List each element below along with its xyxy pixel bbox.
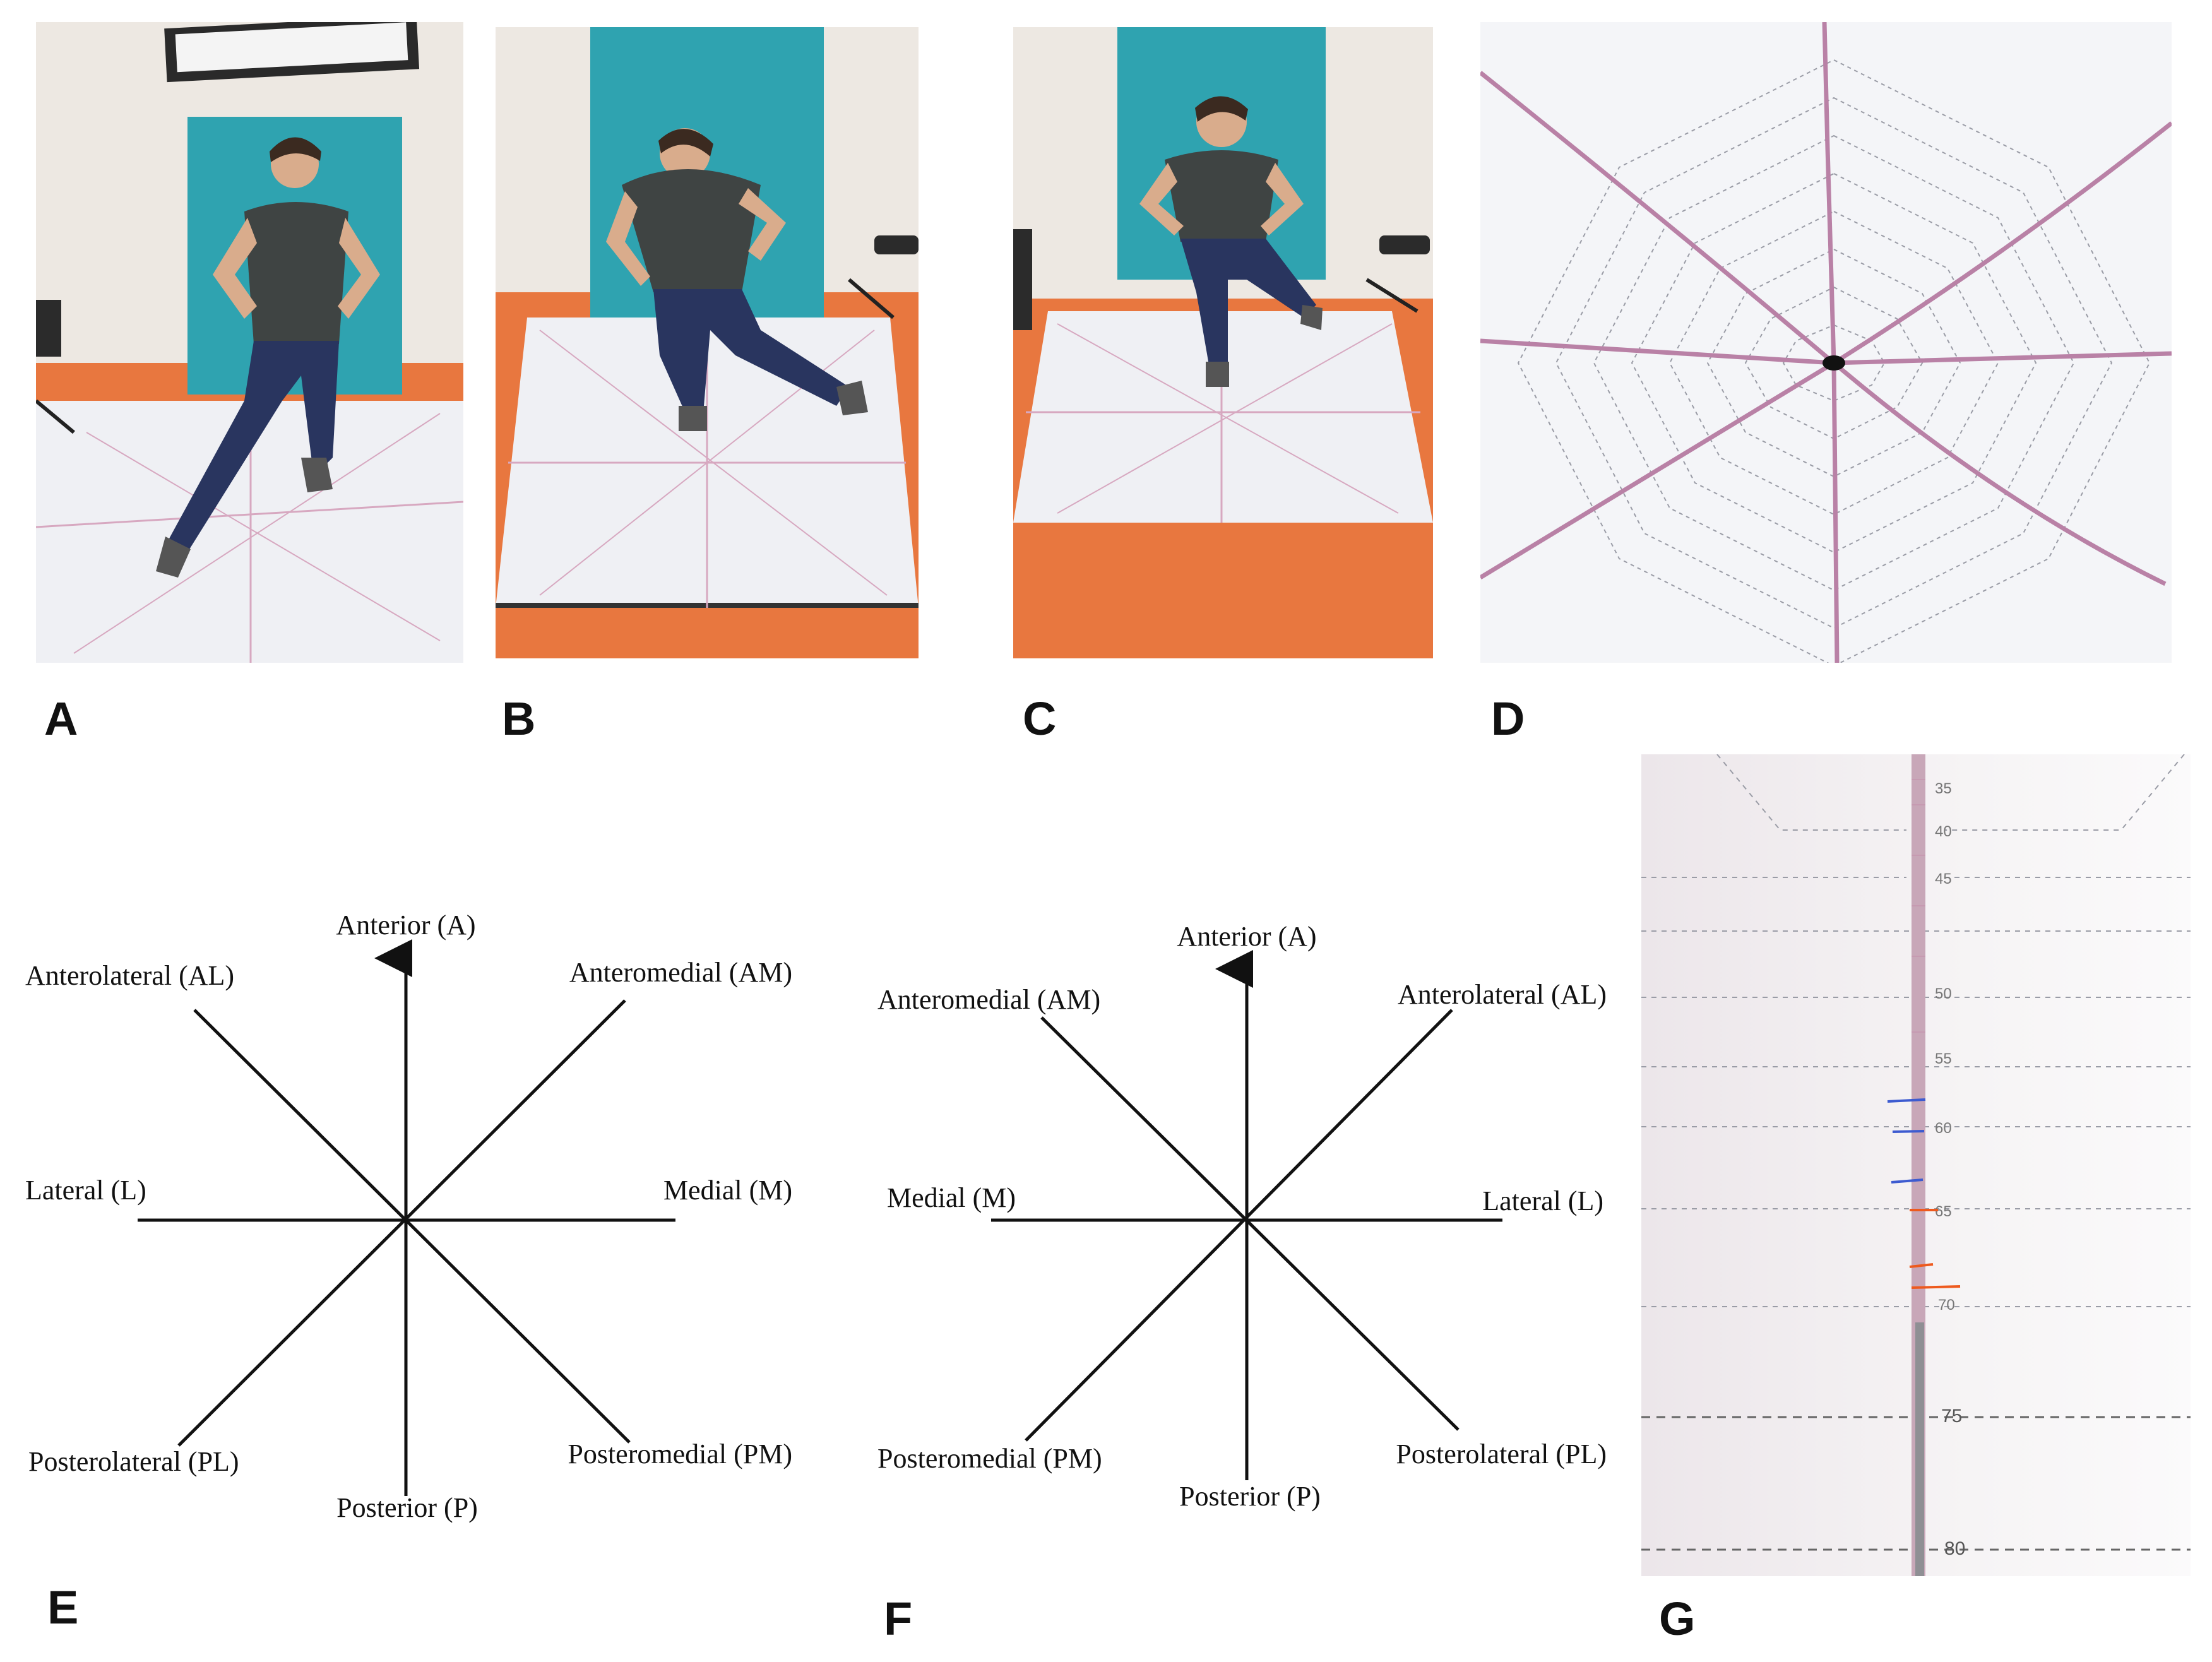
panel-label-g: G <box>1659 1593 1696 1645</box>
label-medial: Medial (M) <box>887 1182 1016 1213</box>
panel-label-a: A <box>44 692 78 745</box>
svg-text:40: 40 <box>1935 823 1952 840</box>
reach-marks <box>1887 1098 1961 1289</box>
label-anterior: Anterior (A) <box>1177 921 1316 952</box>
label-posteromedial: Posteromedial (PM) <box>877 1443 1102 1474</box>
label-anteromedial: Anteromedial (AM) <box>569 957 792 988</box>
tick-label-60: 60 <box>1935 1120 1952 1137</box>
tick-label-75: 75 <box>1941 1406 1962 1427</box>
photo-panel-b <box>496 27 919 658</box>
tick-label-50: 50 <box>1935 985 1952 1002</box>
direction-diagram-e-svg: Anterior (A) Anterolateral (AL) Anterome… <box>25 910 792 1523</box>
photo-panel-c <box>1013 27 1433 658</box>
axis-anteromedial-posterolateral <box>177 999 626 1447</box>
photo-panel-a <box>36 22 463 663</box>
label-anteromedial: Anteromedial (AM) <box>877 984 1100 1015</box>
photo-a-illustration <box>36 22 463 663</box>
label-posterolateral: Posterolateral (PL) <box>28 1446 239 1477</box>
tick-label-55: 55 <box>1935 1050 1952 1067</box>
label-posterolateral: Posterolateral (PL) <box>1396 1439 1607 1469</box>
axis-anterolateral-posteromedial <box>1025 1009 1453 1442</box>
tick-label-70: 70 <box>1938 1297 1955 1314</box>
svg-text:35: 35 <box>1935 780 1952 797</box>
photo-b-illustration <box>496 27 919 658</box>
mat-closeup-illustration <box>1480 22 2172 663</box>
photo-c-illustration <box>1013 27 1433 658</box>
label-lateral: Lateral (L) <box>25 1175 146 1206</box>
tick-label-65: 65 <box>1935 1203 1952 1220</box>
label-posterior: Posterior (P) <box>336 1492 478 1523</box>
panel-label-c: C <box>1023 692 1057 745</box>
label-posterior: Posterior (P) <box>1179 1481 1321 1512</box>
panel-label-b: B <box>502 692 536 745</box>
tick-label-80: 80 <box>1944 1538 1965 1559</box>
label-anterolateral: Anterolateral (AL) <box>25 960 234 991</box>
label-medial: Medial (M) <box>663 1175 792 1206</box>
label-anterior: Anterior (A) <box>336 910 475 941</box>
label-anterolateral: Anterolateral (AL) <box>1398 979 1607 1010</box>
panel-label-e: E <box>47 1581 79 1634</box>
direction-diagram-e: Anterior (A) Anterolateral (AL) Anterome… <box>0 884 821 1565</box>
label-posteromedial: Posteromedial (PM) <box>568 1439 792 1469</box>
measurement-closeup-svg: 35 40 45 50 55 60 65 70 75 80 <box>1641 754 2191 1576</box>
axis-anteromedial-posterolateral <box>1040 1016 1460 1431</box>
axis-anterolateral-posteromedial <box>193 1009 631 1444</box>
direction-diagram-f: Anterior (A) Anteromedial (AM) Anterolat… <box>859 896 1679 1559</box>
label-lateral: Lateral (L) <box>1482 1185 1603 1216</box>
panel-label-d: D <box>1491 692 1525 745</box>
mat-closeup-panel-d <box>1480 22 2172 663</box>
direction-diagram-f-svg: Anterior (A) Anteromedial (AM) Anterolat… <box>877 921 1607 1512</box>
measurement-closeup-panel-g: 35 40 45 50 55 60 65 70 75 80 <box>1641 754 2191 1576</box>
svg-text:45: 45 <box>1935 870 1952 887</box>
panel-label-f: F <box>884 1593 913 1645</box>
